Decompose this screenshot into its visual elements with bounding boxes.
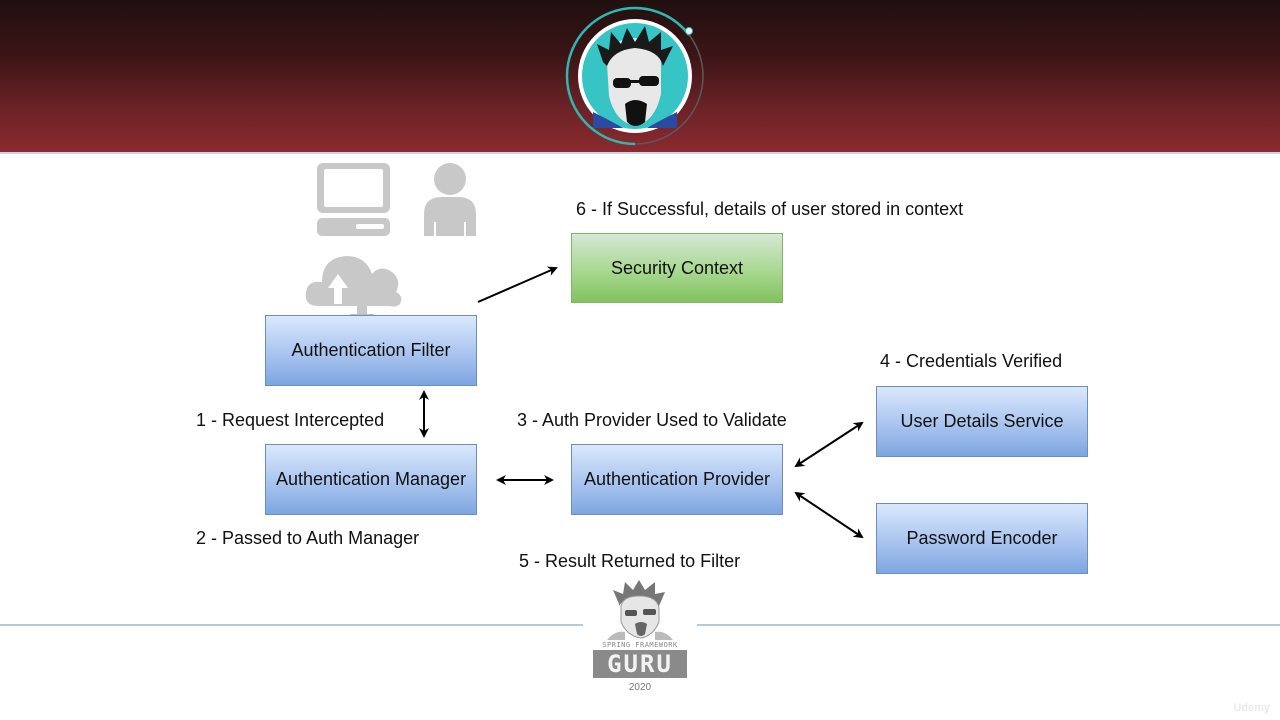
authentication-provider-node: Authentication Provider [571, 444, 783, 515]
password-encoder-node: Password Encoder [876, 503, 1088, 574]
step-1-label: 1 - Request Intercepted [196, 410, 385, 430]
logo-title: GURU [593, 650, 687, 678]
authentication-filter-node: Authentication Filter [265, 315, 477, 386]
authentication-provider-label: Authentication Provider [583, 469, 771, 489]
arrow-filter-to-context [477, 266, 558, 303]
arrow-provider-userdetails [794, 421, 864, 468]
avatar [565, 6, 704, 146]
authentication-filter-label: Authentication Filter [291, 340, 451, 360]
step-6-label: 6 - If Successful, details of user store… [576, 199, 964, 219]
step-5-label: 5 - Result Returned to Filter [519, 551, 741, 571]
user-details-service-label: User Details Service [900, 411, 1064, 431]
step-4-label: 4 - Credentials Verified [880, 351, 1063, 371]
security-context-label: Security Context [610, 257, 744, 278]
authentication-manager-node: Authentication Manager [265, 444, 477, 515]
logo-year: 2020 [628, 682, 652, 693]
step-3-label: 3 - Auth Provider Used to Validate [517, 410, 787, 430]
arrow-provider-encoder [794, 491, 864, 539]
header-divider [0, 152, 1280, 154]
user-details-service-node: User Details Service [876, 386, 1088, 457]
authentication-manager-label: Authentication Manager [275, 469, 467, 489]
guru-mascot-icon [607, 580, 673, 640]
udemy-watermark: Udemy [1233, 702, 1270, 714]
computer-icon [317, 163, 390, 236]
spring-framework-guru-logo: SPRING FRAMEWORK GURU 2020 [583, 576, 697, 698]
password-encoder-label: Password Encoder [906, 528, 1058, 548]
logo-subtitle: SPRING FRAMEWORK [602, 641, 678, 649]
security-context-node: Security Context [571, 233, 783, 303]
user-icon [424, 163, 476, 236]
step-2-label: 2 - Passed to Auth Manager [196, 528, 420, 548]
